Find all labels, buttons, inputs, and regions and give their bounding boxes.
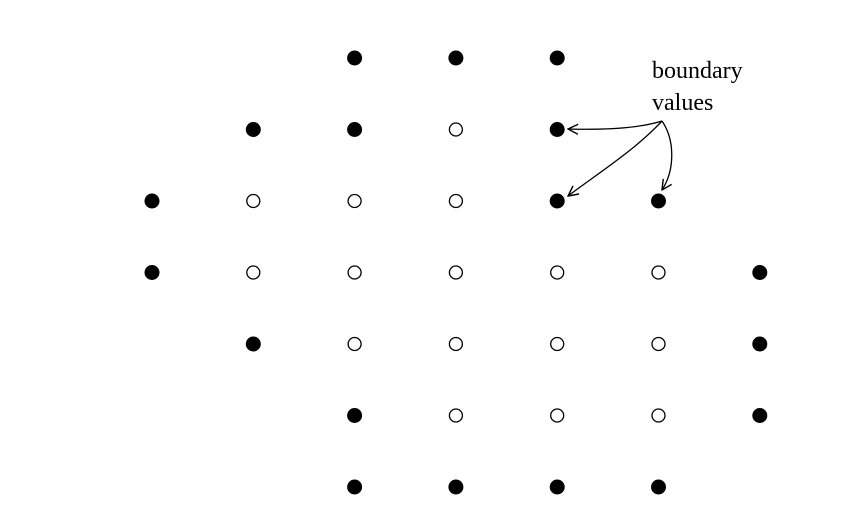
interior-point-r3-c3: [448, 265, 464, 280]
label-line-values: values: [652, 90, 713, 116]
grid-points: [144, 50, 768, 495]
interior-point-r3-c5: [651, 265, 666, 280]
boundary-point-r1-c2: [347, 122, 363, 137]
boundary-point-r6-c4: [549, 479, 565, 495]
boundary-point-r0-c3: [448, 50, 464, 66]
interior-point-r5-c4: [550, 408, 565, 423]
boundary-point-r4-c6: [752, 336, 768, 352]
interior-point-r3-c2: [347, 265, 362, 280]
arrow-to-row2-col5: [662, 120, 673, 190]
boundary-point-r5-c2: [347, 408, 363, 423]
interior-point-r4-c2: [347, 336, 362, 352]
interior-point-r5-c5: [651, 408, 666, 423]
boundary-point-r0-c2: [347, 50, 363, 66]
arrow-to-row1-col4: [568, 120, 663, 129]
boundary-point-r2-c5: [651, 193, 666, 209]
boundary-point-r5-c6: [752, 408, 768, 423]
annotation-arrows: [568, 120, 673, 196]
boundary-point-r1-c1: [245, 122, 261, 137]
interior-point-r3-c4: [550, 265, 565, 280]
boundary-point-r1-c4: [549, 122, 565, 137]
interior-point-r4-c5: [651, 336, 666, 352]
label-line-boundary: boundary: [652, 58, 743, 84]
arrow-to-row2-col4: [568, 120, 663, 196]
boundary-point-r6-c3: [448, 479, 464, 495]
boundary-point-r4-c1: [245, 336, 261, 352]
interior-point-r3-c1: [246, 265, 261, 280]
interior-point-r4-c3: [448, 336, 464, 352]
boundary-point-r3-c6: [752, 265, 768, 280]
boundary-point-r6-c5: [651, 479, 666, 495]
interior-point-r5-c3: [448, 408, 464, 423]
boundary-values-label: boundary values: [652, 58, 743, 116]
interior-point-r4-c4: [550, 336, 565, 352]
boundary-point-r2-c4: [549, 193, 565, 209]
interior-point-r2-c3: [448, 193, 464, 209]
boundary-point-r0-c4: [549, 50, 565, 66]
boundary-point-r2-c0: [144, 193, 160, 209]
boundary-point-r3-c0: [144, 265, 160, 280]
interior-point-r2-c1: [246, 193, 261, 209]
interior-point-r2-c2: [347, 193, 362, 209]
interior-point-r1-c3: [448, 122, 464, 137]
boundary-point-r6-c2: [347, 479, 363, 495]
